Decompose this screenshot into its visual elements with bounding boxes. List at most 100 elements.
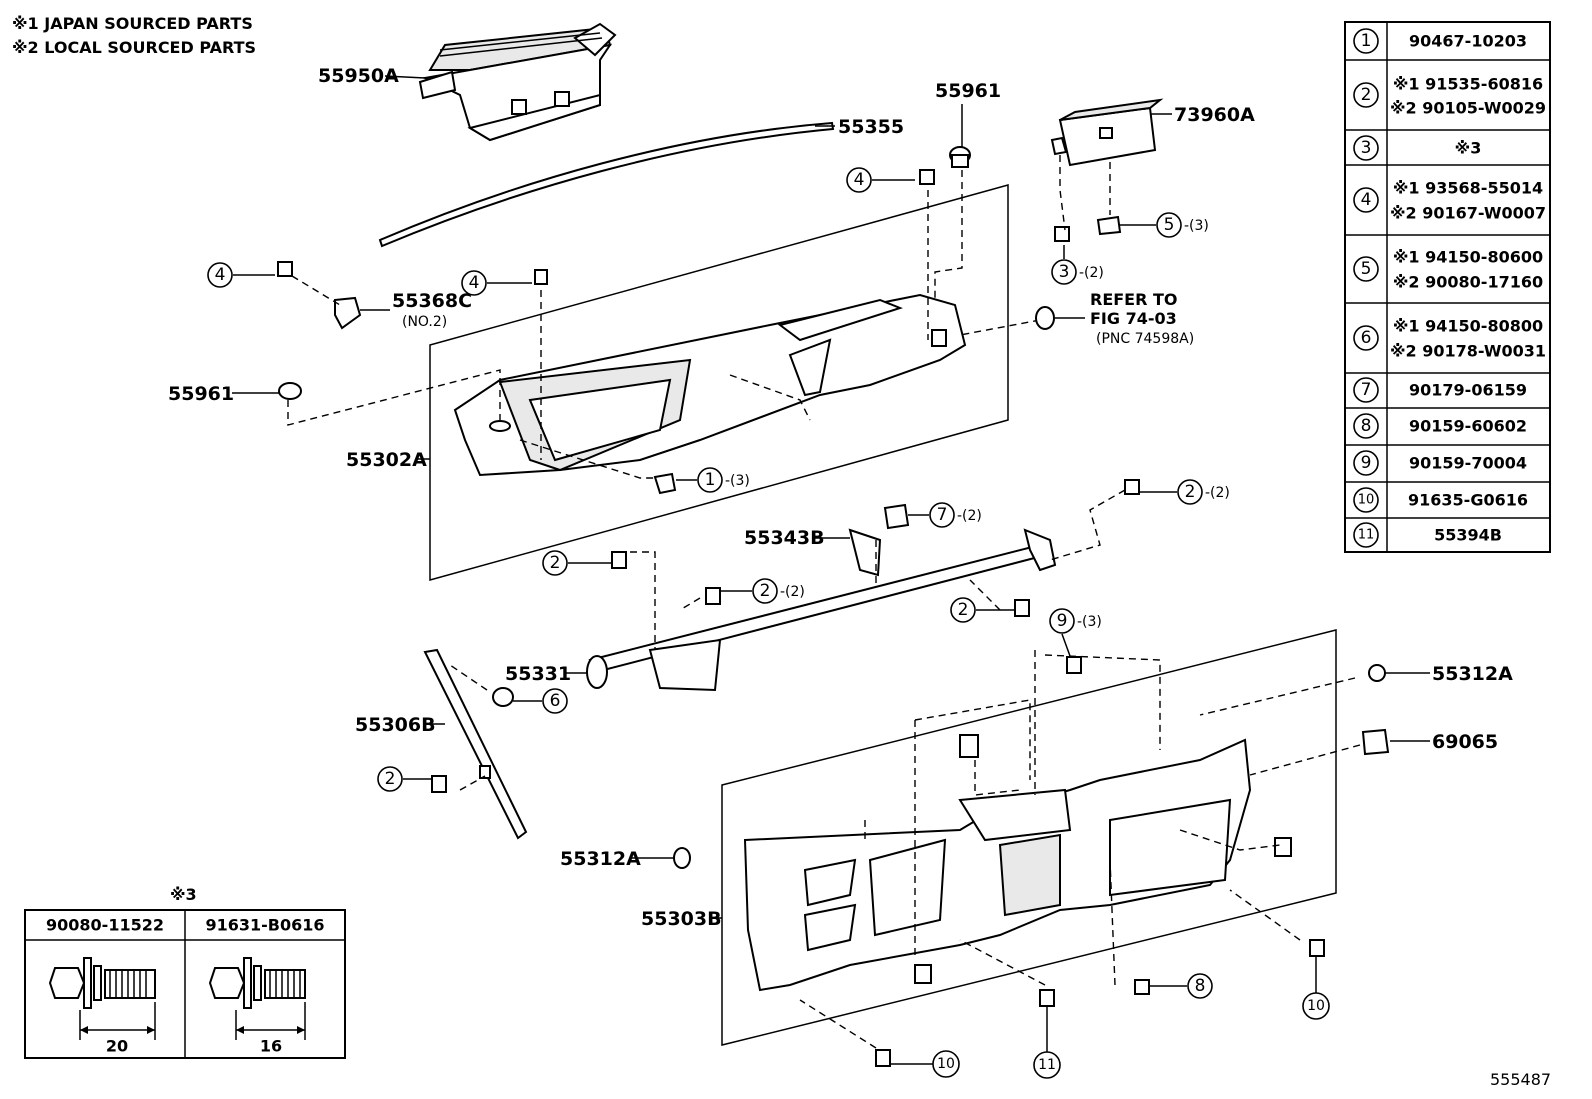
svg-text:11: 11 <box>1358 528 1375 543</box>
svg-text:55394B: 55394B <box>1434 526 1502 545</box>
svg-text:4: 4 <box>469 273 480 293</box>
svg-text:-(3): -(3) <box>725 473 750 489</box>
label-55343B: 55343B <box>744 527 825 549</box>
svg-text:※2 90178-W0031: ※2 90178-W0031 <box>1390 342 1546 361</box>
svg-text:7: 7 <box>1361 380 1372 400</box>
table-row: 5 ※1 94150-80600 ※2 90080-17160 <box>1353 248 1543 292</box>
table-row: 7 90179-06159 <box>1353 377 1527 403</box>
svg-text:6: 6 <box>550 691 561 711</box>
callout-2-a: 2 -(2) <box>1140 479 1230 505</box>
bolt-col1-header: 90080-11522 <box>46 916 164 935</box>
upper-instrument-panel-drawing <box>453 293 967 477</box>
svg-text:10: 10 <box>1307 998 1325 1014</box>
svg-text:※1 94150-80800: ※1 94150-80800 <box>1393 317 1543 336</box>
svg-text:90159-70004: 90159-70004 <box>1409 454 1527 473</box>
reinforcement-beam-drawing <box>586 528 1057 692</box>
svg-text:11: 11 <box>1038 1057 1056 1073</box>
table-row: 9 90159-70004 <box>1353 450 1527 476</box>
svg-text:7: 7 <box>937 505 948 525</box>
svg-text:-(2): -(2) <box>780 584 805 600</box>
svg-text:※2 90105-W0029: ※2 90105-W0029 <box>1390 99 1546 118</box>
label-55312A-right: 55312A <box>1432 663 1513 685</box>
label-55961-top: 55961 <box>935 80 1001 102</box>
svg-text:※2 90080-17160: ※2 90080-17160 <box>1393 273 1543 292</box>
callout-2-e: 2 <box>377 766 432 792</box>
svg-text:※3: ※3 <box>1455 139 1482 158</box>
table-row: 11 55394B <box>1353 522 1502 548</box>
panel-strip-drawing <box>378 121 835 248</box>
svg-text:4: 4 <box>215 265 226 285</box>
svg-text:6: 6 <box>1361 328 1372 348</box>
svg-text:2: 2 <box>1361 85 1372 105</box>
note-local-sourced: ※2 LOCAL SOURCED PARTS <box>12 38 256 57</box>
svg-text:9: 9 <box>1057 611 1068 631</box>
svg-text:90159-60602: 90159-60602 <box>1409 417 1527 436</box>
callout-2-d: 2 <box>950 597 1014 623</box>
label-55961-left: 55961 <box>168 383 234 405</box>
lower-instrument-panel-drawing <box>743 734 1292 992</box>
callout-2-b: 2 <box>542 550 611 576</box>
bolt-table-title: ※3 <box>170 885 197 904</box>
svg-text:90179-06159: 90179-06159 <box>1409 381 1527 400</box>
callout-11: 11 <box>1033 1006 1061 1079</box>
table-row: 1 90467-10203 <box>1353 28 1527 54</box>
svg-text:-(2): -(2) <box>1205 485 1230 501</box>
bolt-1-drawing <box>48 957 156 1040</box>
bolt-2-length: 16 <box>260 1037 282 1056</box>
svg-text:3: 3 <box>1059 262 1070 282</box>
svg-text:1: 1 <box>705 470 716 490</box>
svg-text:※1 91535-60816: ※1 91535-60816 <box>1393 75 1543 94</box>
table-row: 6 ※1 94150-80800 ※2 90178-W0031 <box>1353 317 1546 361</box>
svg-text:2: 2 <box>760 581 771 601</box>
svg-text:2: 2 <box>1185 482 1196 502</box>
svg-text:-(2): -(2) <box>957 508 982 524</box>
svg-text:4: 4 <box>854 170 865 190</box>
label-69065: 69065 <box>1432 731 1498 753</box>
upper-panel-frame <box>429 184 1009 581</box>
svg-text:8: 8 <box>1361 416 1372 436</box>
callout-7: 7 -(2) <box>908 502 982 528</box>
callout-3: 3 -(2) <box>1051 245 1104 285</box>
svg-text:※2 90167-W0007: ※2 90167-W0007 <box>1390 204 1546 223</box>
callout-8: 8 <box>1150 973 1213 999</box>
callout-5: 5 -(3) <box>1120 212 1209 238</box>
parts-table: 1 90467-10203 2 ※1 91535-60816 ※2 90105-… <box>1344 21 1551 553</box>
svg-text:-(3): -(3) <box>1184 218 1209 234</box>
svg-text:5: 5 <box>1361 259 1372 279</box>
defroster-duct-drawing <box>418 22 617 142</box>
table-row: 3 ※3 <box>1353 135 1482 161</box>
control-module-drawing <box>1050 98 1164 167</box>
part-labels: 55950A 55355 55961 73960A 55368C (NO.2) … <box>168 65 1513 930</box>
bolt-2-drawing <box>208 957 306 1040</box>
table-row: 4 ※1 93568-55014 ※2 90167-W0007 <box>1353 179 1546 223</box>
label-55306B: 55306B <box>355 714 436 736</box>
svg-text:2: 2 <box>550 553 561 573</box>
label-55368C-sub: (NO.2) <box>402 314 447 330</box>
callout-4-a: 4 <box>846 167 915 193</box>
refer-line-1: REFER TO <box>1090 290 1178 309</box>
svg-text:-(2): -(2) <box>1079 265 1104 281</box>
brace-drawing <box>423 648 528 840</box>
svg-text:8: 8 <box>1195 976 1206 996</box>
callout-2-c: 2 -(2) <box>720 578 805 604</box>
svg-text:1: 1 <box>1361 31 1372 51</box>
label-55950A: 55950A <box>318 65 399 87</box>
svg-text:3: 3 <box>1361 138 1372 158</box>
svg-text:※1 93568-55014: ※1 93568-55014 <box>1393 179 1543 198</box>
table-row: 2 ※1 91535-60816 ※2 90105-W0029 <box>1353 75 1546 118</box>
label-55355: 55355 <box>838 116 904 138</box>
refer-line-3: (PNC 74598A) <box>1096 331 1194 347</box>
lower-panel-frame <box>721 629 1337 1046</box>
label-73960A: 73960A <box>1174 104 1255 126</box>
label-55302A: 55302A <box>346 449 427 471</box>
callout-10-a: 10 <box>1302 956 1330 1020</box>
svg-text:※1 94150-80600: ※1 94150-80600 <box>1393 248 1543 267</box>
bolt-table: ※3 90080-11522 91631-B0616 20 <box>24 885 346 1059</box>
note-japan-sourced: ※1 JAPAN SOURCED PARTS <box>12 14 253 33</box>
assembly-lines <box>287 155 1361 1049</box>
bolt-1-length: 20 <box>106 1037 128 1056</box>
callout-4-c: 4 <box>461 270 532 296</box>
svg-text:10: 10 <box>1358 493 1375 508</box>
callout-9: 9 -(3) <box>1049 608 1102 657</box>
